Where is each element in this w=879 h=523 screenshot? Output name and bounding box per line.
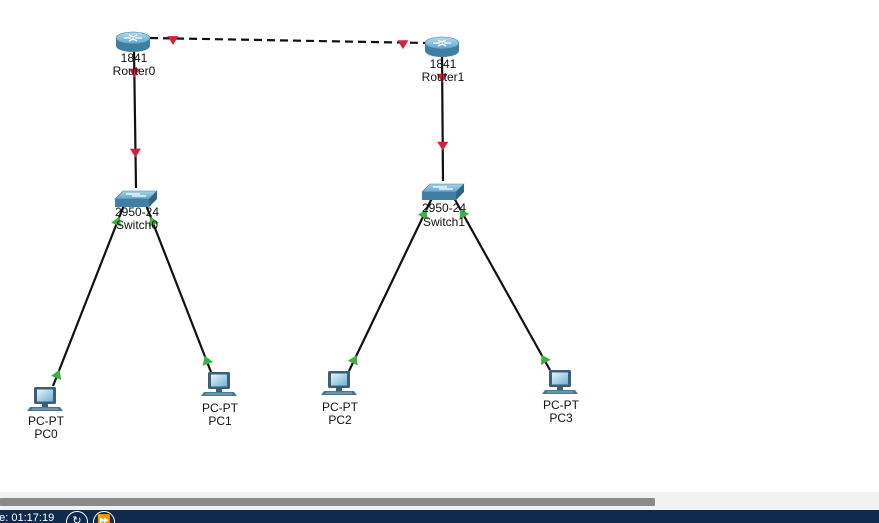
- link-up-indicator: [459, 208, 470, 220]
- router-icon[interactable]: [424, 36, 460, 58]
- link-up-indicator: [111, 216, 122, 227]
- link-layer: [51, 36, 551, 387]
- time-readout: me: 01:17:19: [0, 512, 55, 523]
- scrollbar-thumb[interactable]: [0, 498, 655, 506]
- router-icon[interactable]: [115, 31, 151, 53]
- pc-icon[interactable]: [541, 369, 579, 395]
- horizontal-scrollbar[interactable]: [0, 492, 879, 510]
- link-switch0-pc1[interactable]: [144, 204, 213, 373]
- link-up-indicator: [417, 209, 428, 220]
- pc-icon[interactable]: [200, 371, 238, 397]
- fast-forward-icon[interactable]: ⏩: [93, 511, 115, 523]
- link-up-indicator: [202, 355, 213, 366]
- link-down-indicator: [167, 36, 179, 45]
- status-bar: me: 01:17:19 ↻ ⏩: [0, 510, 879, 523]
- link-down-indicator: [128, 68, 140, 78]
- topology-canvas: [26, 31, 579, 412]
- power-cycle-icon[interactable]: ↻: [66, 511, 88, 523]
- link-switch1-pc3[interactable]: [453, 197, 551, 371]
- logical-workspace[interactable]: 1841 Router0 1841 Router1 2950-24 Switch…: [0, 0, 879, 492]
- link-down-indicator: [397, 40, 409, 50]
- link-status-layer: [51, 36, 551, 380]
- link-down-indicator: [129, 148, 141, 158]
- link-router0-router1[interactable]: [149, 36, 428, 45]
- link-up-indicator: [541, 354, 551, 366]
- pc-icon[interactable]: [26, 386, 64, 412]
- link-switch0-pc0[interactable]: [51, 204, 126, 387]
- link-switch1-pc2[interactable]: [348, 197, 433, 372]
- link-down-indicator: [437, 141, 449, 151]
- switch-icon[interactable]: [421, 183, 465, 201]
- switch-icon[interactable]: [114, 190, 158, 208]
- pc-icon[interactable]: [320, 370, 358, 396]
- link-up-indicator: [347, 355, 358, 366]
- link-up-indicator: [51, 369, 62, 380]
- link-down-indicator: [436, 73, 448, 83]
- link-up-indicator: [148, 216, 159, 227]
